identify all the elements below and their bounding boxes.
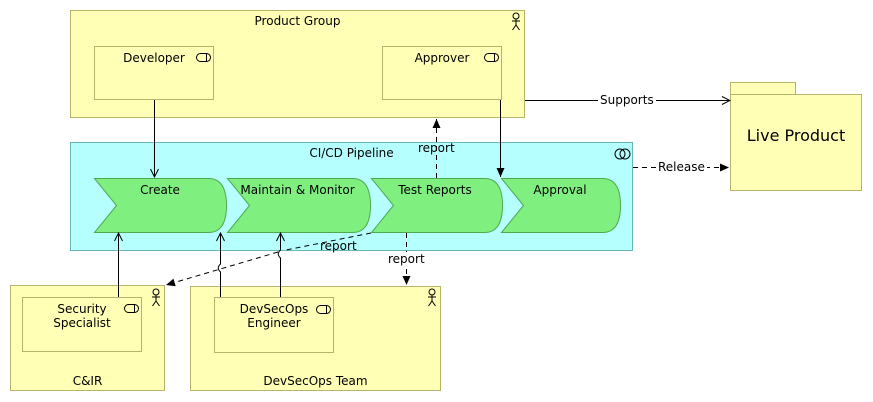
devsecops-team-title: DevSecOps Team: [263, 374, 368, 388]
stage-create-shape[interactable]: [93, 178, 228, 233]
stage-approval-shape[interactable]: [500, 178, 622, 233]
developer-label: Developer: [123, 51, 185, 65]
security-specialist-label-2: Specialist: [53, 316, 111, 330]
live-product-label: Live Product: [746, 126, 846, 145]
approver-label: Approver: [414, 51, 470, 65]
approver-role-box[interactable]: [382, 46, 502, 100]
role-icon: [316, 305, 331, 314]
role-icon: [484, 53, 499, 62]
cir-title: C&IR: [72, 374, 103, 388]
role-icon: [124, 304, 139, 313]
supports-label: Supports: [598, 93, 656, 107]
security-specialist-role-box[interactable]: [22, 297, 142, 352]
report-left-label: report: [320, 239, 357, 253]
report-up-label: report: [418, 141, 455, 155]
stage-test-reports-label: Test Reports: [398, 183, 472, 197]
stage-maintain-label: Maintain & Monitor: [240, 183, 355, 197]
live-product-node[interactable]: [730, 82, 862, 191]
stage-approval-label: Approval: [533, 183, 587, 197]
stage-maintain-shape[interactable]: [226, 178, 372, 233]
devsecops-engineer-label-1: DevSecOps: [239, 302, 309, 316]
security-specialist-label-1: Security: [57, 302, 107, 316]
release-label: Release: [656, 160, 707, 174]
developer-role-box[interactable]: [94, 46, 214, 100]
devsecops-engineer-label-2: Engineer: [247, 316, 301, 330]
stage-test-reports-shape[interactable]: [370, 178, 504, 233]
devsecops-engineer-role-box[interactable]: [214, 297, 334, 353]
devsecops-to-maintain-edge-b[interactable]: [278, 233, 280, 297]
product-group-title: Product Group: [254, 14, 341, 28]
report-down-label: report: [386, 252, 427, 266]
devsecops-to-maintain-edge-a[interactable]: [218, 233, 220, 297]
pipeline-title: CI/CD Pipeline: [309, 146, 394, 160]
role-icon: [196, 53, 211, 62]
actor-icon: [512, 12, 520, 31]
stage-create-label: Create: [140, 183, 180, 197]
report-to-security-edge[interactable]: [166, 232, 372, 285]
collaboration-icon: [614, 148, 631, 160]
actor-icon: [428, 288, 436, 307]
